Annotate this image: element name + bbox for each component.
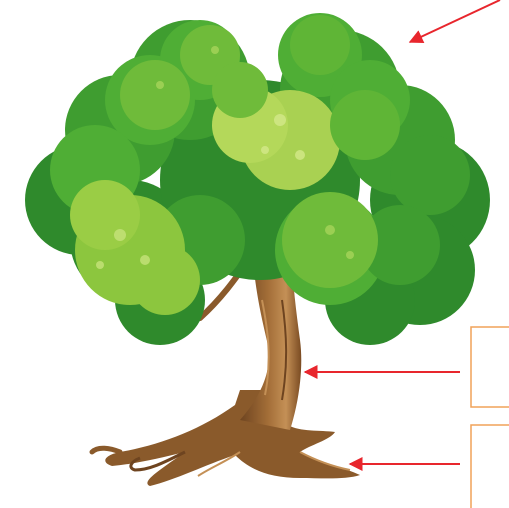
roots-label-box (470, 424, 509, 508)
tree-crown (25, 13, 490, 345)
tree-roots (89, 390, 360, 486)
crown-pointer-arrow (408, 0, 501, 44)
trunk-label-box (470, 326, 509, 408)
